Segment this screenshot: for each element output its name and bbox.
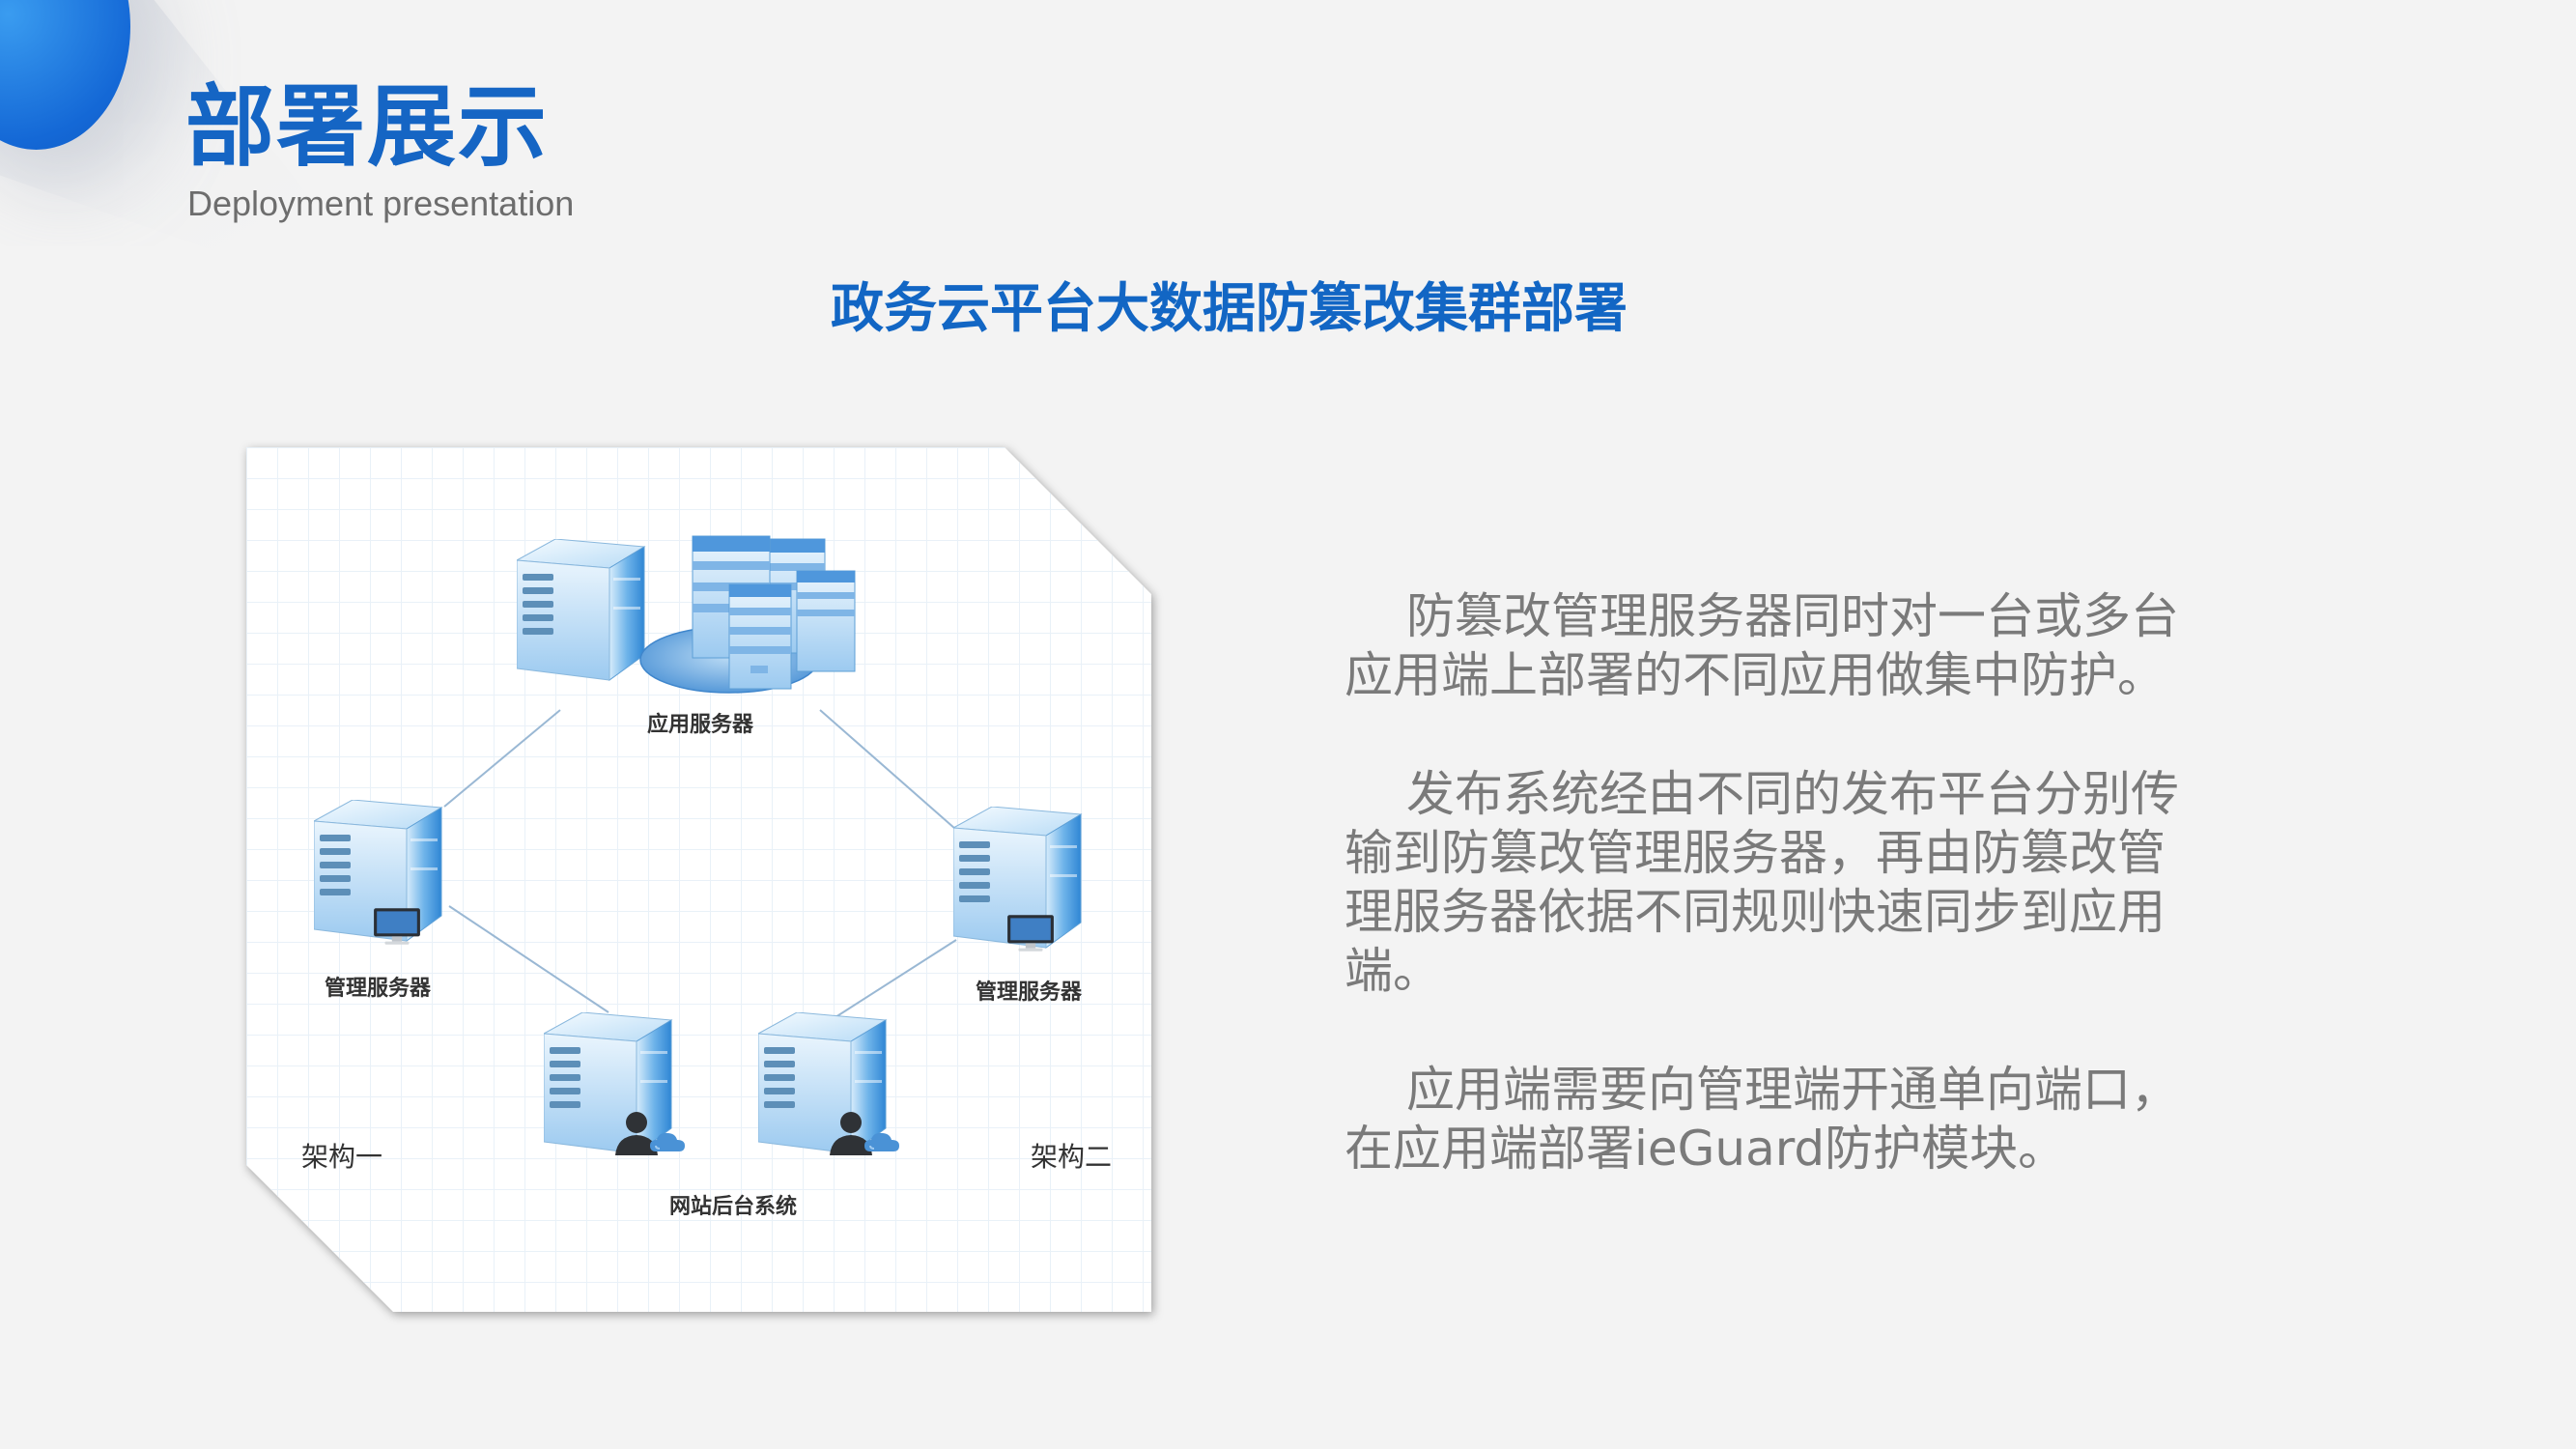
server-cluster-icon xyxy=(639,535,856,694)
arch-one-label: 架构一 xyxy=(301,1141,382,1173)
section-heading: 政务云平台大数据防篡改集群部署 xyxy=(831,277,1628,339)
app-server-label: 应用服务器 xyxy=(647,712,754,737)
connector-lines xyxy=(443,709,957,1018)
backend-server-left-icon xyxy=(544,1012,672,1154)
mgmt-server-left-label: 管理服务器 xyxy=(325,976,432,1001)
backend-server-right-icon xyxy=(758,1012,887,1154)
paragraph-2: 发布系统经由不同的发布平台分别传输到防篡改管理服务器，再由防篡改管理服务器依据不… xyxy=(1345,766,2179,999)
arch-two-label: 架构二 xyxy=(1031,1141,1112,1173)
diagram-canvas: 应用服务器 管理服务器 管理服务器 网站后台系统 架构一 架构二 xyxy=(246,447,1151,1312)
mgmt-server-right-label: 管理服务器 xyxy=(976,980,1083,1005)
page-title: 部署展示 xyxy=(185,75,550,179)
paragraph-1: 防篡改管理服务器同时对一台或多台应用端上部署的不同应用做集中防护。 xyxy=(1345,588,2179,703)
description-text: 防篡改管理服务器同时对一台或多台应用端上部署的不同应用做集中防护。 发布系统经由… xyxy=(1345,587,2194,1238)
page-subtitle: Deployment presentation xyxy=(187,184,575,223)
app-server-icon xyxy=(517,539,645,681)
paragraph-3: 应用端需要向管理端开通单向端口，在应用端部署ieGuard防护模块。 xyxy=(1345,1062,2179,1177)
website-backend-label: 网站后台系统 xyxy=(669,1194,797,1219)
deployment-diagram: 应用服务器 管理服务器 管理服务器 网站后台系统 架构一 架构二 xyxy=(246,447,1151,1312)
